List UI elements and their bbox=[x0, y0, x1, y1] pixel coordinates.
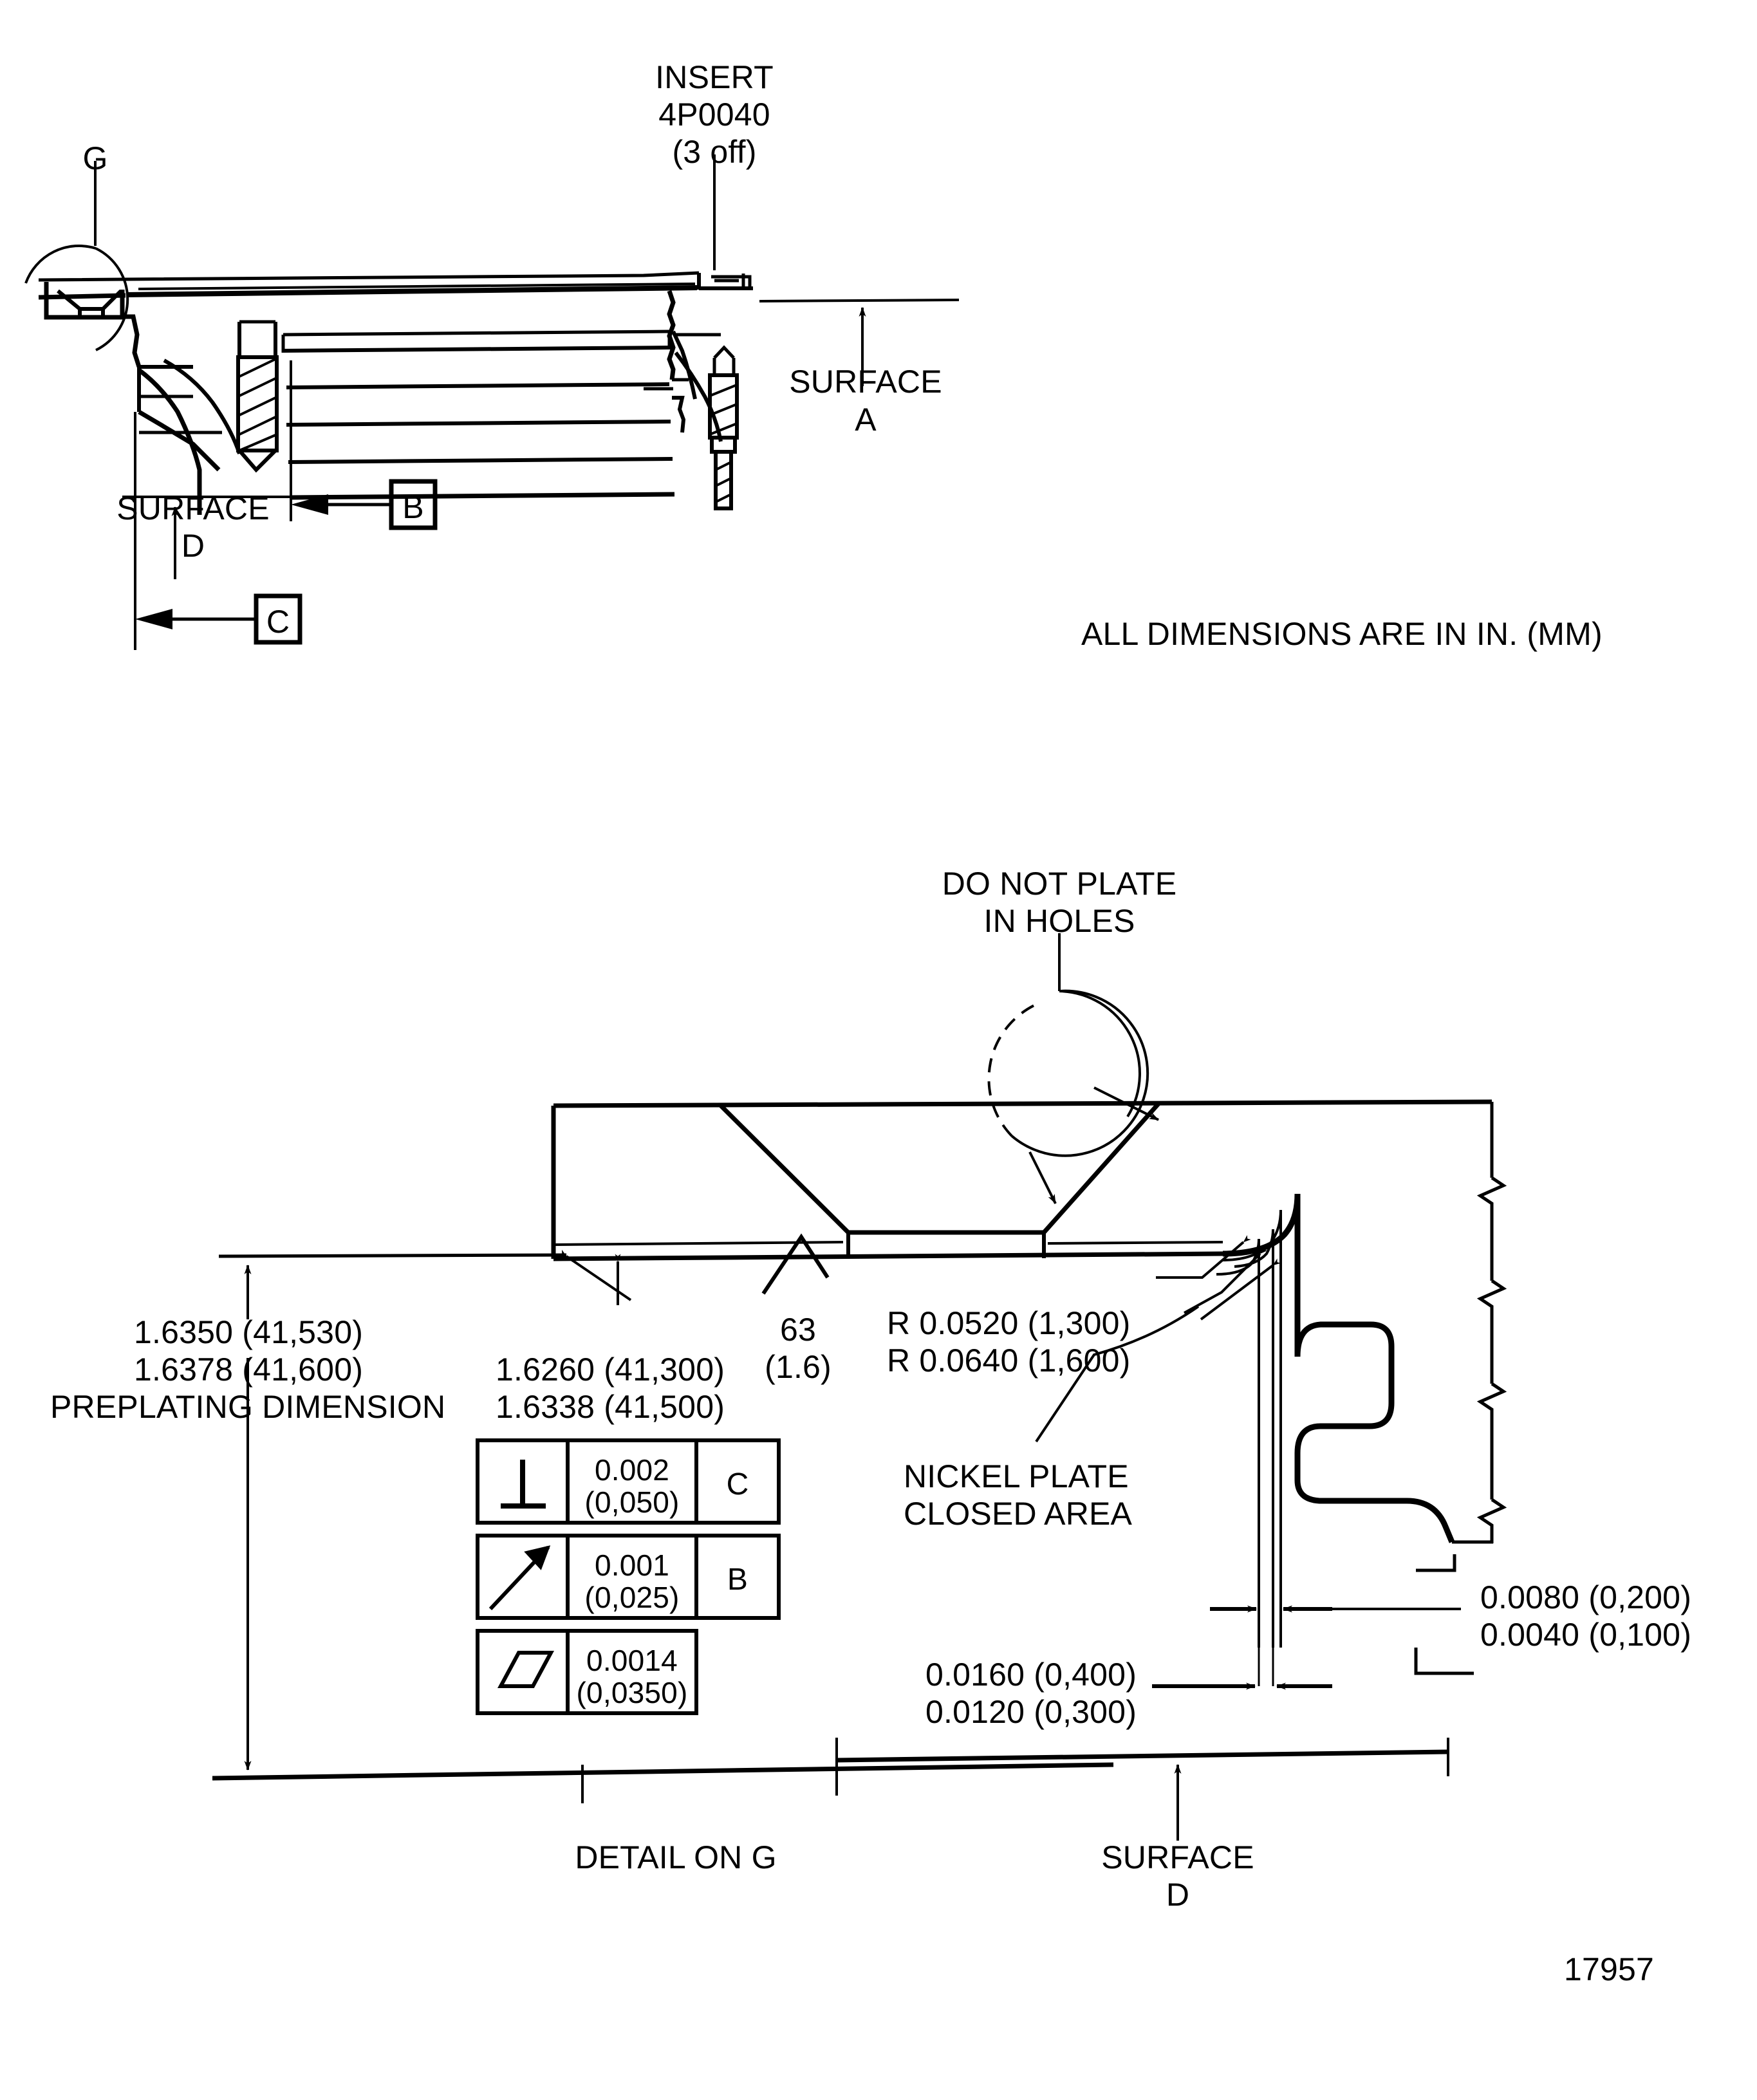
nickel-plate-note-line1: NICKEL PLATE bbox=[904, 1458, 1129, 1494]
figure-number: 17957 bbox=[1564, 1951, 1655, 1987]
fcf-3-tol-upper: 0.0014 bbox=[586, 1644, 678, 1677]
outer-thickness-line2: 0.0040 (0,100) bbox=[1480, 1617, 1692, 1653]
do-not-plate-note-line1: DO NOT PLATE bbox=[942, 866, 1177, 902]
datum-feature-c bbox=[135, 593, 302, 645]
fcf-1-tol-lower: (0,050) bbox=[584, 1485, 680, 1519]
insert-callout-line3: (3 off) bbox=[672, 134, 757, 170]
fcf-1-tol-upper: 0.002 bbox=[594, 1453, 670, 1487]
fcf-2-datum: B bbox=[727, 1563, 748, 1597]
inner-thickness-line1: 0.0160 (0,400) bbox=[925, 1657, 1137, 1693]
feature-control-frames-geometry bbox=[476, 1438, 781, 1715]
nickel-plate-note-line2: CLOSED AREA bbox=[904, 1496, 1133, 1532]
surface-d-label-line2: D bbox=[181, 528, 205, 564]
surface-a-label-line1: SURFACE bbox=[789, 364, 942, 400]
do-not-plate-note-line2: IN HOLES bbox=[983, 903, 1135, 939]
plated-dim-line1: 1.6260 (41,300) bbox=[496, 1352, 725, 1388]
radius-dim-line1: R 0.0520 (1,300) bbox=[887, 1305, 1131, 1341]
surface-a-label-line2: A bbox=[855, 402, 877, 438]
assembly-section-geometry bbox=[24, 154, 960, 650]
fcf-1-datum: C bbox=[726, 1467, 749, 1501]
inner-thickness-line2: 0.0120 (0,300) bbox=[925, 1694, 1137, 1730]
radius-dim-line2: R 0.0640 (1,600) bbox=[887, 1343, 1131, 1379]
surface-finish-value: 63 bbox=[779, 1312, 817, 1348]
insert-callout-line1: INSERT bbox=[655, 59, 774, 95]
detail-balloon-label: G bbox=[82, 140, 108, 176]
surface-d-label-line1: SURFACE bbox=[116, 490, 270, 526]
fcf-2-tol-upper: 0.001 bbox=[594, 1548, 670, 1582]
datum-b-label: B bbox=[402, 489, 424, 525]
datum-c-label: C bbox=[266, 604, 290, 640]
fcf-2-tol-lower: (0,025) bbox=[584, 1581, 680, 1614]
outer-thickness-line1: 0.0080 (0,200) bbox=[1480, 1579, 1692, 1615]
fcf-3-tol-lower: (0,0350) bbox=[576, 1676, 688, 1709]
plated-dim-line2: 1.6338 (41,500) bbox=[496, 1389, 725, 1425]
detail-surface-d-line1: SURFACE bbox=[1101, 1839, 1254, 1875]
surface-finish-metric: (1.6) bbox=[765, 1349, 832, 1385]
units-note: ALL DIMENSIONS ARE IN IN. (MM) bbox=[1081, 616, 1603, 652]
preplating-dim-line1: 1.6350 (41,530) bbox=[134, 1314, 364, 1350]
insert-callout-line2: 4P0040 bbox=[658, 97, 770, 133]
datum-feature-b bbox=[291, 479, 438, 530]
detail-on-g-geometry bbox=[212, 933, 1507, 1841]
detail-surface-d-line2: D bbox=[1166, 1877, 1190, 1913]
detail-view-title: DETAIL ON G bbox=[575, 1839, 777, 1875]
preplating-dim-line3: PREPLATING DIMENSION bbox=[50, 1389, 446, 1425]
preplating-dim-line2: 1.6378 (41,600) bbox=[134, 1352, 364, 1388]
